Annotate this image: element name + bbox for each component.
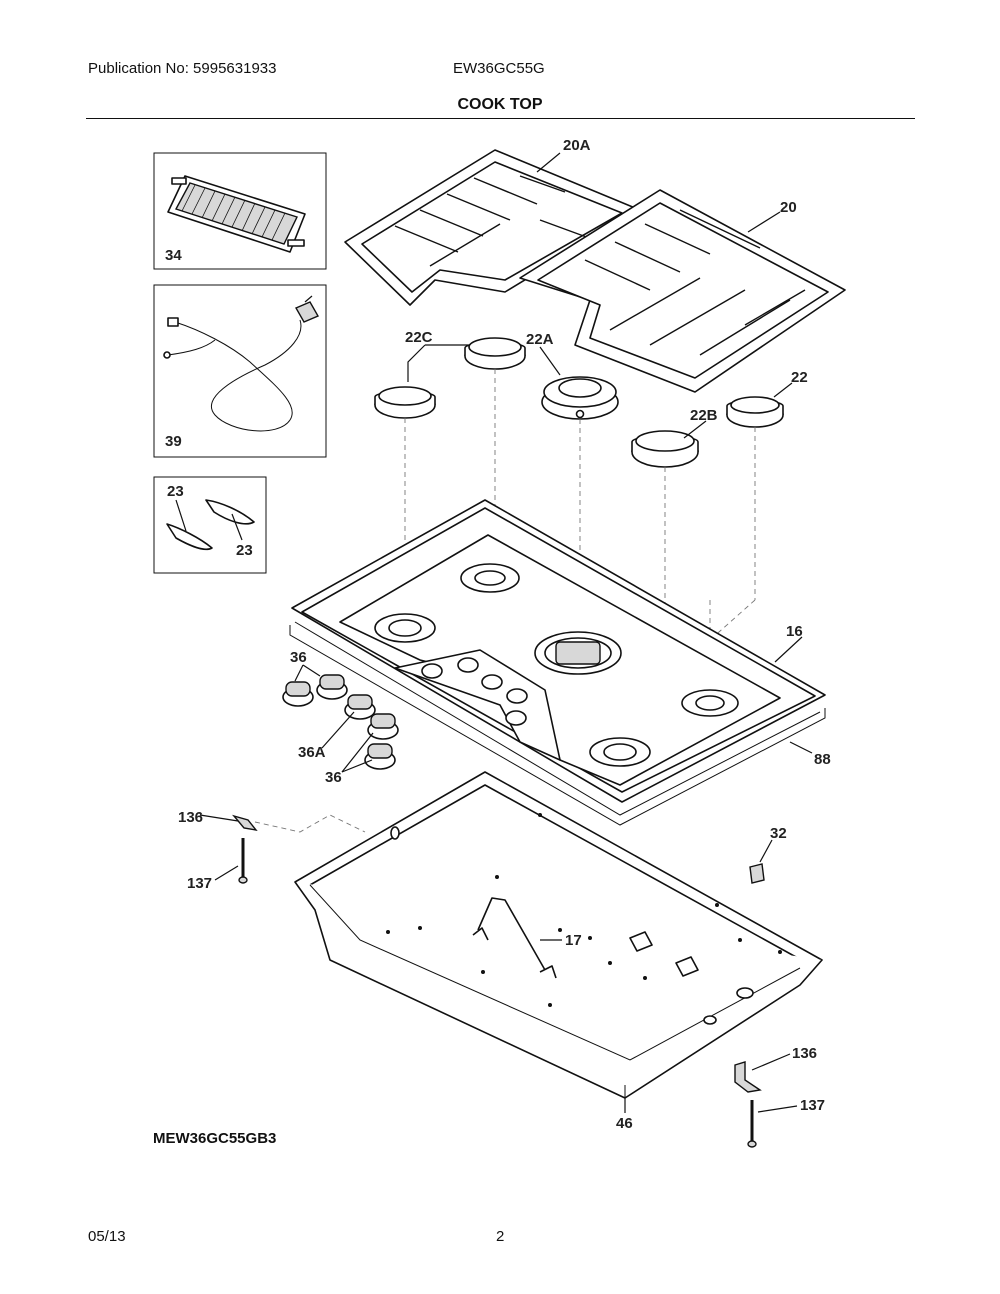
callout-36A: 36A xyxy=(298,744,326,761)
model-number: EW36GC55G xyxy=(453,60,545,77)
knob-1 xyxy=(282,681,314,707)
knob-5 xyxy=(364,743,396,770)
bracket-17 xyxy=(472,897,557,979)
screw-137-left xyxy=(214,838,248,884)
knob-holes xyxy=(421,657,528,726)
callout-46: 46 xyxy=(616,1115,633,1132)
bracket-right xyxy=(205,499,255,525)
callout-136-right: 136 xyxy=(792,1045,817,1062)
inset-griddle: 34 xyxy=(153,152,327,270)
callout-20: 20 xyxy=(780,199,797,216)
griddle-part xyxy=(167,175,306,253)
callout-39: 39 xyxy=(165,433,182,450)
inset-wire-harness: 39 xyxy=(153,284,327,458)
ignitor-32 xyxy=(749,839,773,884)
callout-20A: 20A xyxy=(563,137,591,154)
gasket-88 xyxy=(289,621,826,826)
burner-cap-22C-rear xyxy=(464,337,526,370)
callout-88: 88 xyxy=(814,751,831,768)
callout-32: 32 xyxy=(770,825,787,842)
burner-ports xyxy=(374,563,739,767)
clip-136-right xyxy=(734,1053,791,1093)
burner-cap-22 xyxy=(726,396,784,428)
clip-136-left xyxy=(199,814,258,831)
callout-22A: 22A xyxy=(526,331,554,348)
page-number: 2 xyxy=(496,1228,505,1245)
screw-137-right xyxy=(747,1100,798,1148)
knob-3 xyxy=(344,694,376,720)
callout-17: 17 xyxy=(565,932,582,949)
callout-136-left: 136 xyxy=(178,809,203,826)
harness-part xyxy=(163,295,319,432)
burner-box-46 xyxy=(294,771,823,1099)
callout-137-right: 137 xyxy=(800,1097,825,1114)
callout-137-left: 137 xyxy=(187,875,212,892)
model-variant: MEW36GC55GB3 xyxy=(153,1130,277,1147)
cooktop-16 xyxy=(291,499,826,803)
knob-2 xyxy=(316,674,348,700)
callout-16: 16 xyxy=(786,623,803,640)
callout-22B: 22B xyxy=(690,407,718,424)
burner-cap-22C-left xyxy=(374,386,436,419)
publication-date: 05/13 xyxy=(88,1228,126,1245)
callout-23-top: 23 xyxy=(167,483,184,500)
grate-left-20A xyxy=(344,149,641,306)
publication-number: Publication No: 5995631933 xyxy=(88,60,277,77)
grate-right-20 xyxy=(519,189,846,393)
burner-cap-22B xyxy=(631,430,699,468)
section-title: COOK TOP xyxy=(457,96,543,113)
callout-22: 22 xyxy=(791,369,808,386)
callout-34: 34 xyxy=(165,247,182,264)
callout-36-bottom: 36 xyxy=(325,769,342,786)
burner-cap-22A xyxy=(541,376,619,420)
header-rule xyxy=(86,118,915,119)
knob-4 xyxy=(367,713,399,740)
callout-22C: 22C xyxy=(405,329,433,346)
callout-36-top: 36 xyxy=(290,649,307,666)
callout-23-bottom: 23 xyxy=(236,542,253,559)
bracket-left xyxy=(166,523,213,551)
inset-brackets: 23 23 xyxy=(153,476,267,574)
